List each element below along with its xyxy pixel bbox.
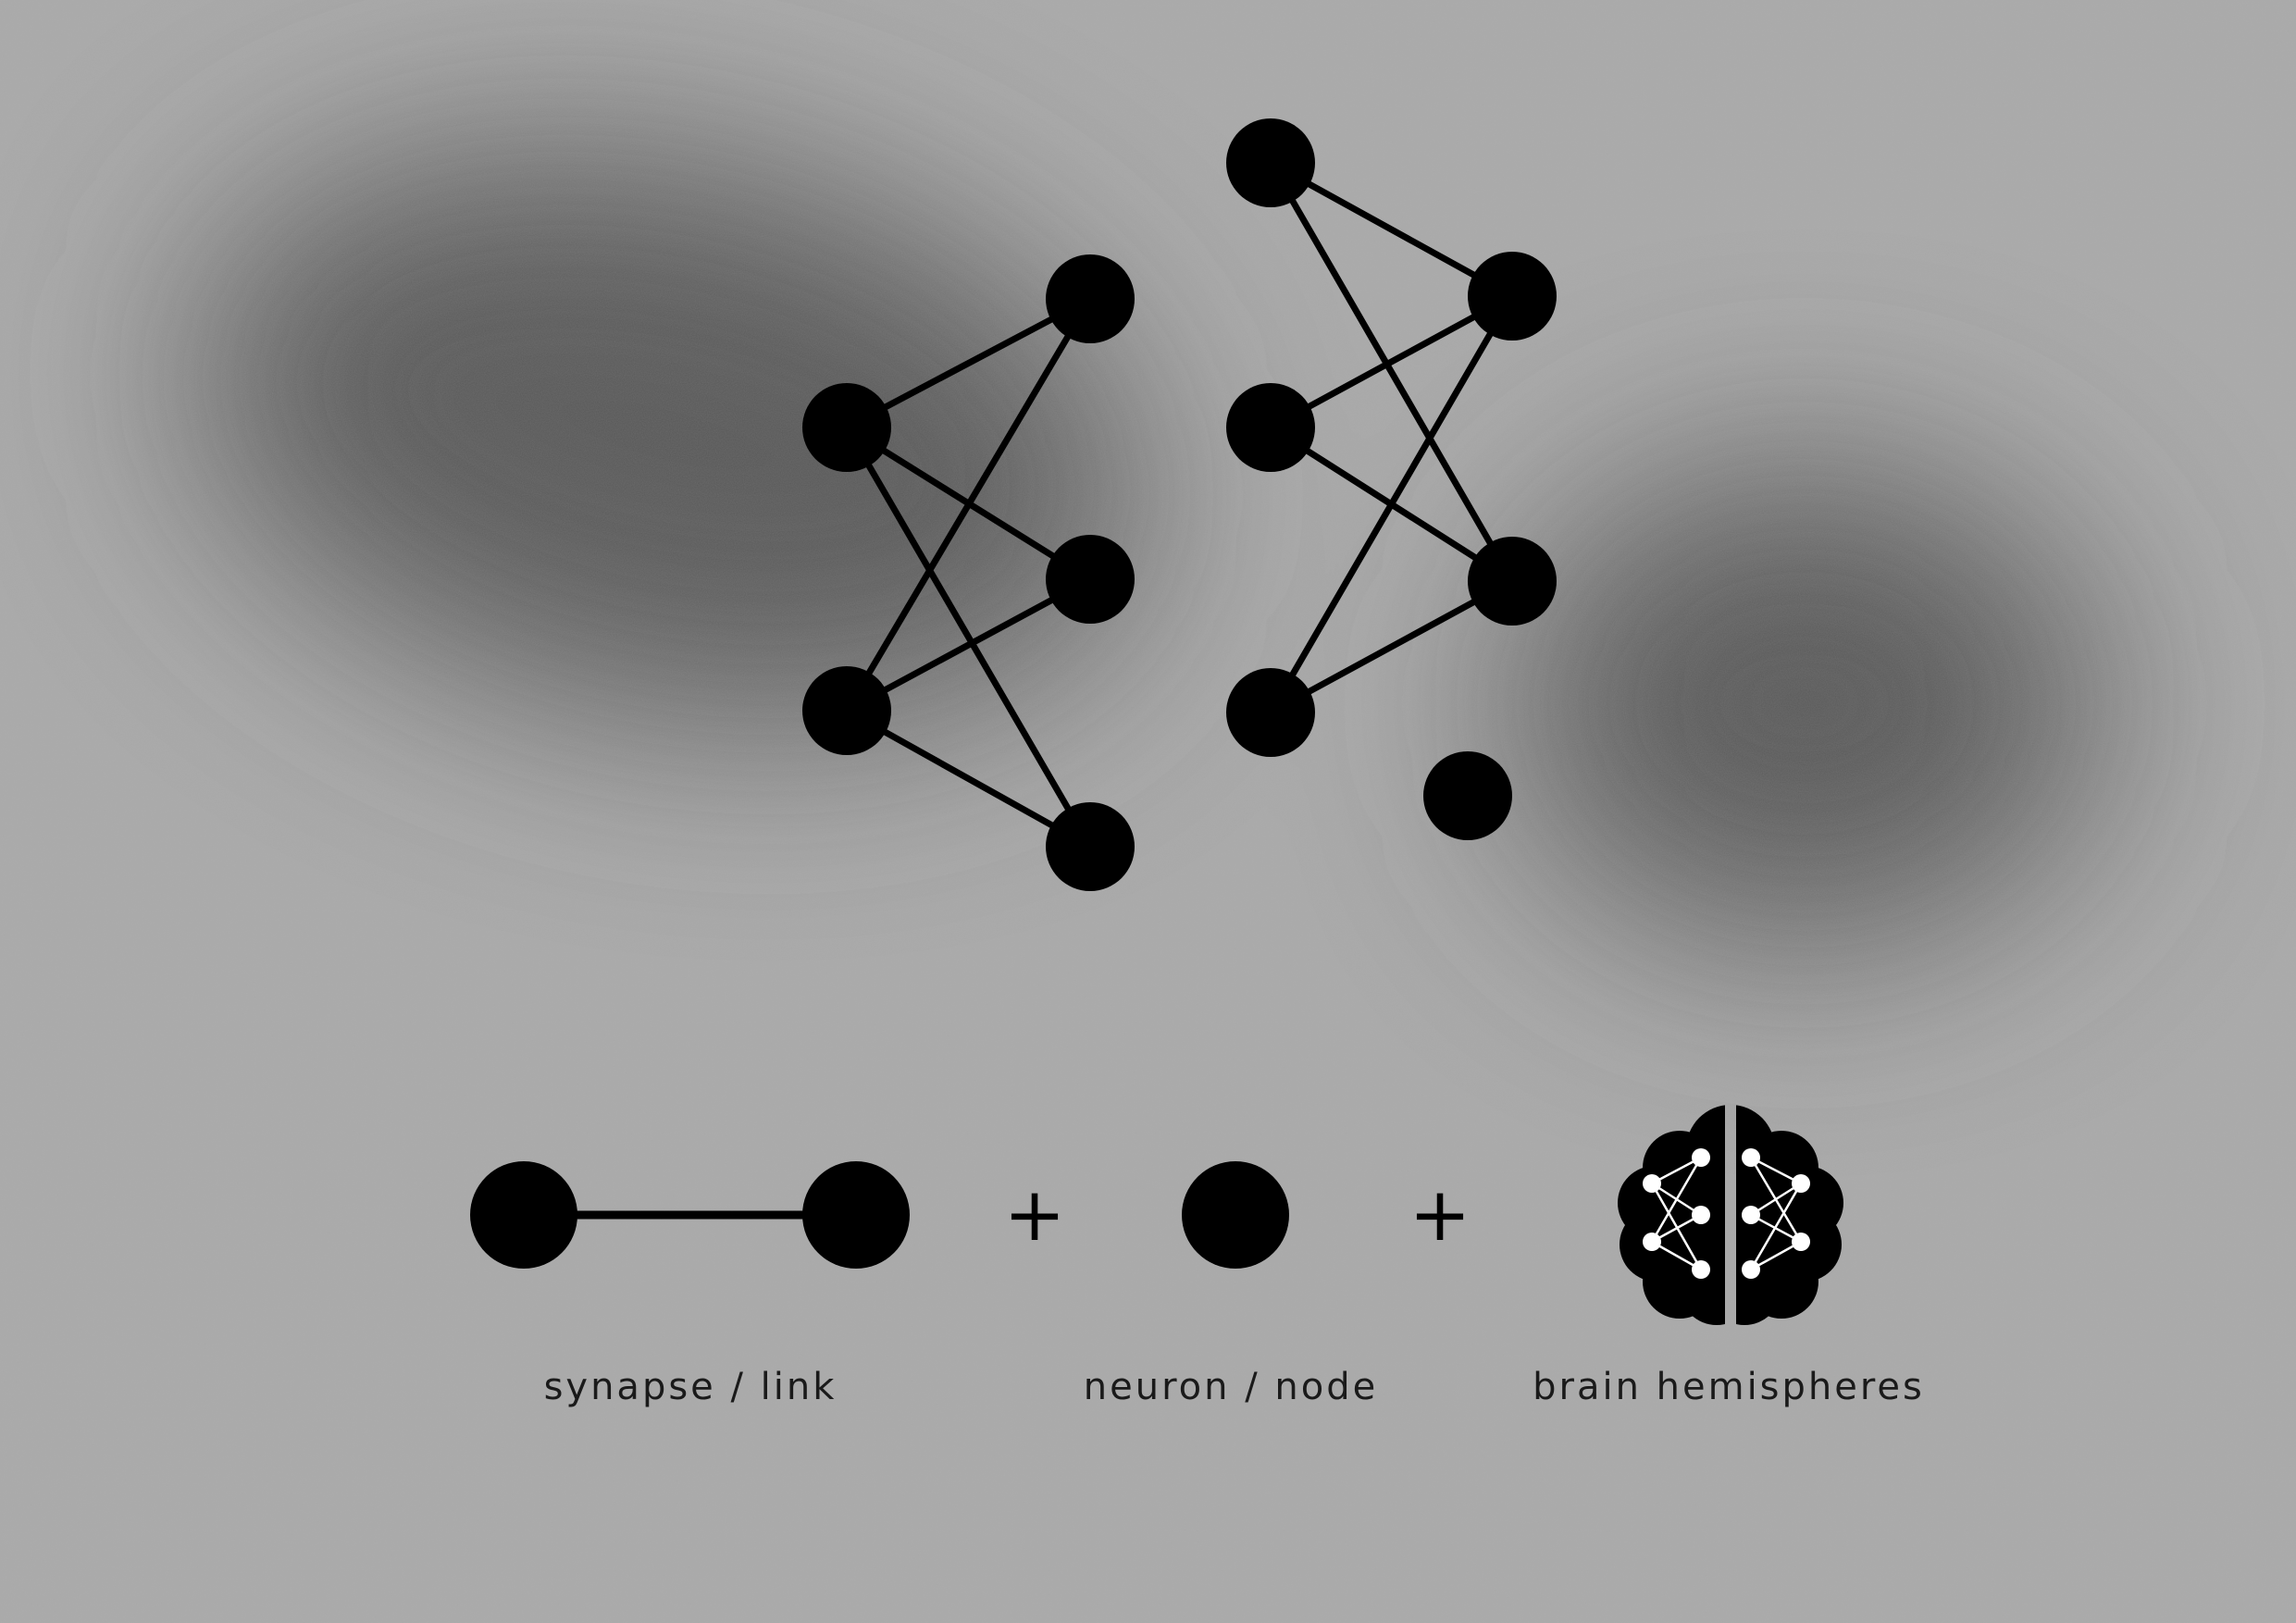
- link: [1269, 292, 1514, 431]
- node: [1046, 802, 1135, 891]
- node: [1468, 252, 1557, 341]
- node: [1046, 535, 1135, 624]
- plus-sign: +: [1409, 1171, 1471, 1258]
- link: [1267, 161, 1516, 583]
- synapse-link-icon: [470, 1161, 910, 1269]
- node: [1046, 254, 1135, 343]
- neural-network-logo: [802, 118, 1557, 891]
- link: [1269, 577, 1514, 716]
- link: [845, 295, 1092, 431]
- left-network-links: [843, 295, 1094, 850]
- plus-sign: +: [1003, 1171, 1065, 1258]
- caption-brain: brain hemispheres: [1533, 1366, 1925, 1408]
- link: [1269, 159, 1514, 300]
- right-network-nodes: [1226, 118, 1557, 840]
- node: [1226, 668, 1315, 757]
- link: [845, 576, 1092, 714]
- left-network-nodes: [802, 254, 1135, 891]
- node: [1226, 383, 1315, 472]
- node: [802, 666, 891, 755]
- link: [843, 297, 1094, 712]
- legend: + +: [470, 1105, 1925, 1408]
- caption-synapse: synapse / link: [544, 1366, 838, 1408]
- neuron-node-icon: [1182, 1161, 1289, 1269]
- node-detached: [1423, 751, 1512, 840]
- node: [1468, 537, 1557, 626]
- link: [845, 707, 1092, 850]
- node: [1226, 118, 1315, 207]
- link: [1267, 294, 1516, 714]
- link: [843, 426, 1094, 849]
- brain-hemispheres-icon: [1618, 1105, 1843, 1325]
- caption-neuron: neuron / node: [1084, 1366, 1378, 1408]
- node: [802, 383, 891, 472]
- right-network-links: [1267, 159, 1516, 716]
